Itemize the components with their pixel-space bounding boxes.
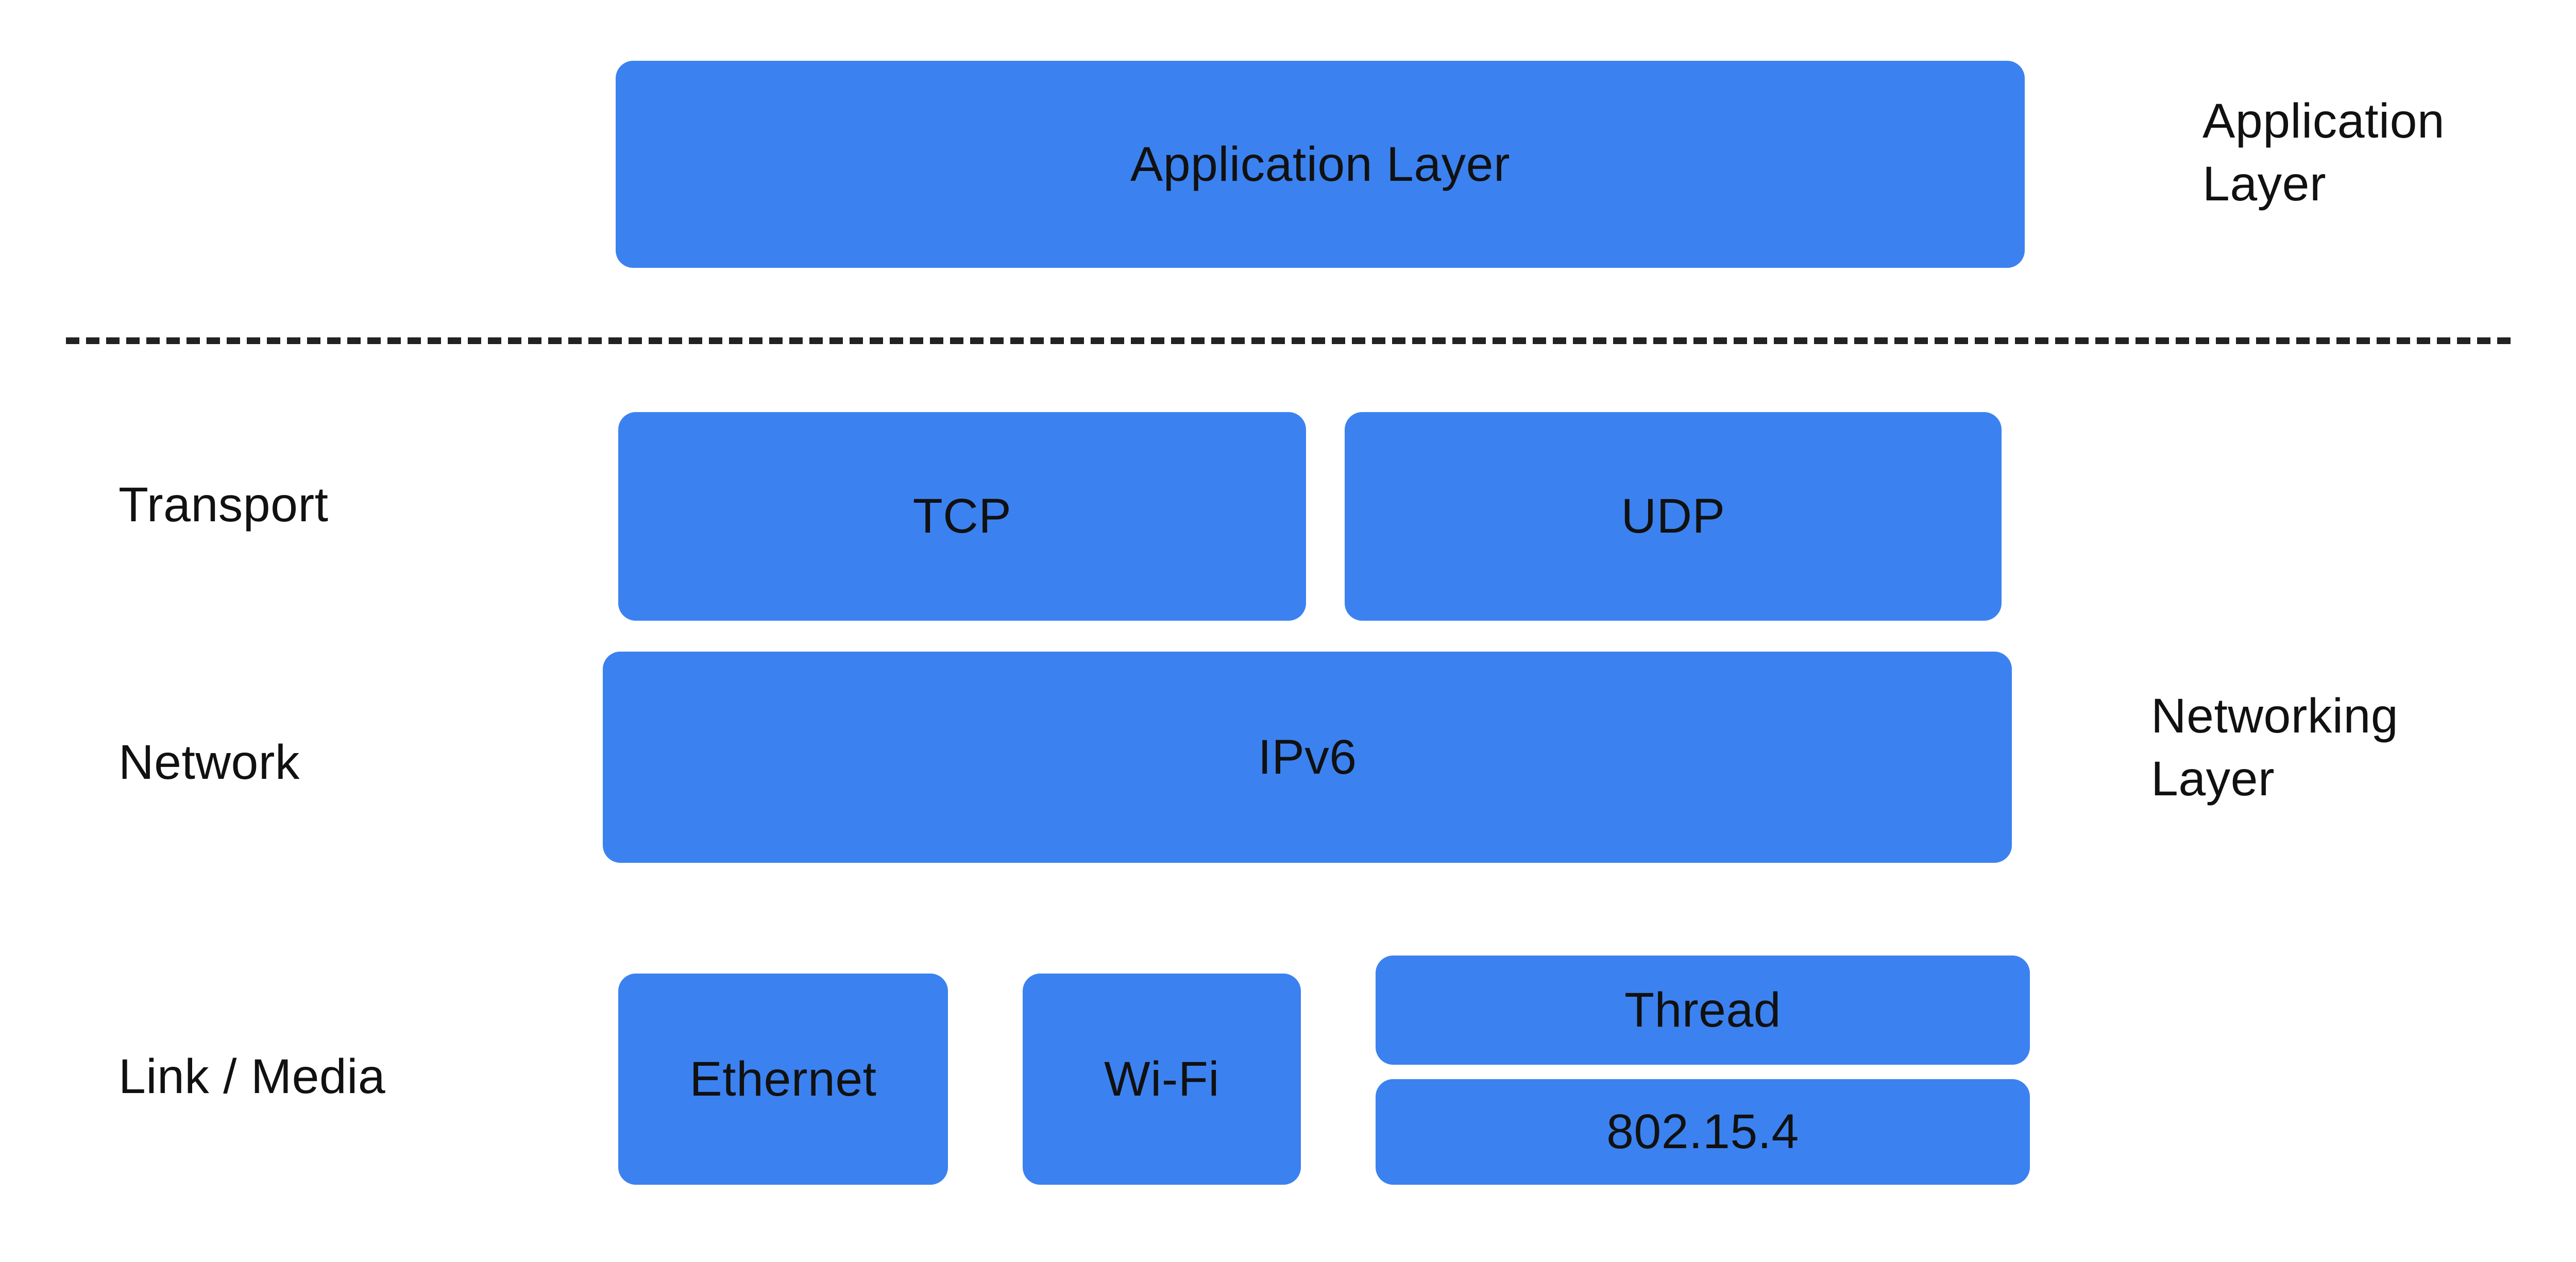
application-networking-divider — [66, 337, 2511, 344]
group-label-application-layer: Application Layer — [2202, 90, 2522, 215]
protocol-box-802-15-4[interactable]: 802.15.4 — [1376, 1079, 2030, 1185]
group-label-line-2: Layer — [2151, 751, 2275, 806]
protocol-box-thread[interactable]: Thread — [1376, 956, 2030, 1065]
protocol-box-label: Ethernet — [689, 1051, 877, 1106]
protocol-box-ethernet[interactable]: Ethernet — [618, 974, 948, 1185]
group-label-networking-layer: Networking Layer — [2151, 685, 2470, 810]
protocol-box-wifi[interactable]: Wi-Fi — [1023, 974, 1301, 1185]
protocol-box-label: Thread — [1624, 982, 1781, 1037]
protocol-box-udp[interactable]: UDP — [1345, 412, 2002, 621]
protocol-box-label: Application Layer — [1130, 137, 1511, 192]
row-label-transport: Transport — [118, 477, 329, 532]
protocol-box-label: Wi-Fi — [1104, 1051, 1220, 1106]
protocol-box-label: IPv6 — [1258, 729, 1357, 785]
protocol-box-label: TCP — [912, 489, 1012, 544]
protocol-box-label: 802.15.4 — [1606, 1104, 1799, 1159]
protocol-box-tcp[interactable]: TCP — [618, 412, 1306, 621]
protocol-box-label: UDP — [1621, 489, 1725, 544]
protocol-box-application-layer[interactable]: Application Layer — [616, 61, 2025, 268]
row-label-link-media: Link / Media — [118, 1049, 386, 1104]
group-label-line-1: Networking — [2151, 689, 2399, 743]
group-label-line-1: Application — [2202, 94, 2445, 148]
group-label-line-2: Layer — [2202, 156, 2327, 211]
protocol-box-ipv6[interactable]: IPv6 — [603, 652, 2012, 863]
row-label-network: Network — [118, 735, 300, 790]
